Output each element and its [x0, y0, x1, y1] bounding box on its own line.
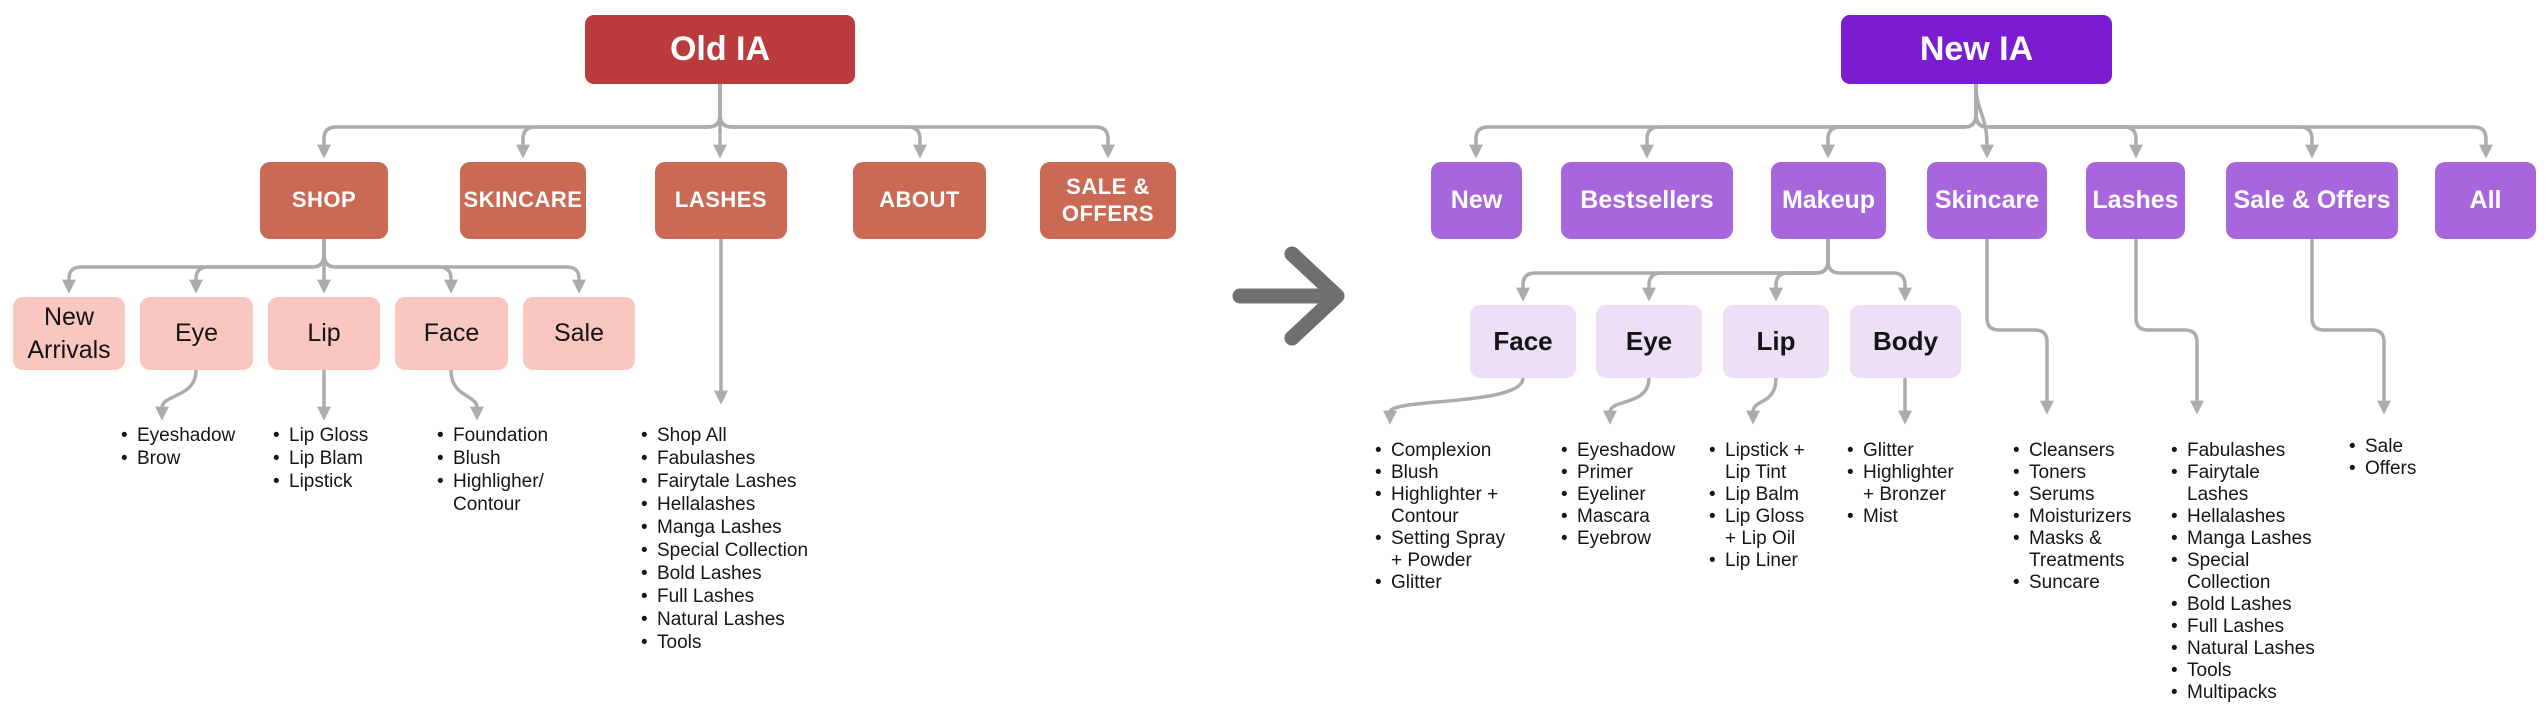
list-item: Fabulashes [640, 447, 808, 470]
list-item: Fabulashes [2170, 440, 2315, 462]
list-item: Fairytale Lashes [2170, 462, 2315, 506]
new-nav-sale-offers: Sale & Offers [2226, 162, 2398, 239]
list-item: Brow [120, 447, 235, 470]
new-sub-body: Body [1850, 305, 1961, 378]
list-item: Natural Lashes [640, 608, 808, 631]
list-item: Blush [1374, 462, 1505, 484]
list-item: Offers [2348, 458, 2416, 480]
list-item: Eyeshadow [1560, 440, 1675, 462]
list-item: Highligher/ Contour [436, 470, 548, 516]
new-sale-offers-list: SaleOffers [2348, 436, 2416, 480]
old-face-list: FoundationBlushHighligher/ Contour [436, 424, 548, 516]
list-item: Eyeshadow [120, 424, 235, 447]
list-item: Sale [2348, 436, 2416, 458]
new-nav-lashes: Lashes [2086, 162, 2185, 239]
old-nav-skincare: SKINCARE [460, 162, 586, 239]
new-nav-new: New [1431, 162, 1522, 239]
list-item: Lip Blam [272, 447, 368, 470]
list-item: Masks & Treatments [2012, 528, 2131, 572]
old-nav-sale-offers: SALE & OFFERS [1040, 162, 1176, 239]
list-item: Mist [1846, 506, 1954, 528]
new-ia-root-box: New IA [1841, 15, 2112, 84]
list-item: Manga Lashes [640, 516, 808, 539]
list-item: Highlighter + Contour [1374, 484, 1505, 528]
transform-arrow-icon [1232, 246, 1345, 346]
list-item: Lip Gloss + Lip Oil [1708, 506, 1805, 550]
tree-connectors [62, 83, 2493, 425]
list-item: Special Collection [640, 539, 808, 562]
new-sub-lip: Lip [1723, 305, 1829, 378]
new-lashes-list: FabulashesFairytale LashesHellalashesMan… [2170, 440, 2315, 704]
list-item: Fairytale Lashes [640, 470, 808, 493]
list-item: Lip Balm [1708, 484, 1805, 506]
new-nav-all: All [2435, 162, 2536, 239]
old-sub-eye: Eye [140, 297, 253, 370]
list-item: Mascara [1560, 506, 1675, 528]
list-item: Shop All [640, 424, 808, 447]
list-item: Glitter [1846, 440, 1954, 462]
list-item: Eyeliner [1560, 484, 1675, 506]
list-item: Setting Spray + Powder [1374, 528, 1505, 572]
list-item: Hellalashes [2170, 506, 2315, 528]
list-item: Natural Lashes [2170, 638, 2315, 660]
new-nav-bestsellers: Bestsellers [1561, 162, 1733, 239]
list-item: Lip Liner [1708, 550, 1805, 572]
new-skincare-list: CleansersTonersSerumsMoisturizersMasks &… [2012, 440, 2131, 594]
new-nav-skincare: Skincare [1927, 162, 2047, 239]
old-ia-root-box: Old IA [585, 15, 855, 84]
new-lip-list: Lipstick + Lip TintLip BalmLip Gloss + L… [1708, 440, 1805, 572]
list-item: Cleansers [2012, 440, 2131, 462]
list-item: Glitter [1374, 572, 1505, 594]
new-eye-list: EyeshadowPrimerEyelinerMascaraEyebrow [1560, 440, 1675, 550]
old-nav-about: ABOUT [853, 162, 986, 239]
old-sub-sale: Sale [523, 297, 635, 370]
list-item: Complexion [1374, 440, 1505, 462]
list-item: Foundation [436, 424, 548, 447]
old-sub-new-arrivals: New Arrivals [13, 297, 125, 370]
list-item: Tools [640, 631, 808, 654]
list-item: Suncare [2012, 572, 2131, 594]
list-item: Highlighter + Bronzer [1846, 462, 1954, 506]
list-item: Manga Lashes [2170, 528, 2315, 550]
list-item: Moisturizers [2012, 506, 2131, 528]
list-item: Tools [2170, 660, 2315, 682]
old-lip-list: Lip GlossLip BlamLipstick [272, 424, 368, 493]
list-item: Full Lashes [640, 585, 808, 608]
list-item: Bold Lashes [640, 562, 808, 585]
list-item: Lipstick [272, 470, 368, 493]
old-lashes-list: Shop AllFabulashesFairytale LashesHellal… [640, 424, 808, 654]
list-item: Primer [1560, 462, 1675, 484]
list-item: Multipacks [2170, 682, 2315, 704]
list-item: Bold Lashes [2170, 594, 2315, 616]
list-item: Special Collection [2170, 550, 2315, 594]
new-body-list: GlitterHighlighter + BronzerMist [1846, 440, 1954, 528]
list-item: Lipstick + Lip Tint [1708, 440, 1805, 484]
new-sub-eye: Eye [1596, 305, 1702, 378]
new-sub-face: Face [1470, 305, 1576, 378]
old-nav-lashes: LASHES [655, 162, 787, 239]
new-nav-makeup: Makeup [1771, 162, 1886, 239]
new-face-list: ComplexionBlushHighlighter + ContourSett… [1374, 440, 1505, 594]
list-item: Toners [2012, 462, 2131, 484]
list-item: Full Lashes [2170, 616, 2315, 638]
list-item: Lip Gloss [272, 424, 368, 447]
old-eye-list: EyeshadowBrow [120, 424, 235, 470]
old-sub-face: Face [395, 297, 508, 370]
list-item: Hellalashes [640, 493, 808, 516]
list-item: Eyebrow [1560, 528, 1675, 550]
old-sub-lip: Lip [268, 297, 380, 370]
old-nav-shop: SHOP [260, 162, 388, 239]
list-item: Serums [2012, 484, 2131, 506]
list-item: Blush [436, 447, 548, 470]
